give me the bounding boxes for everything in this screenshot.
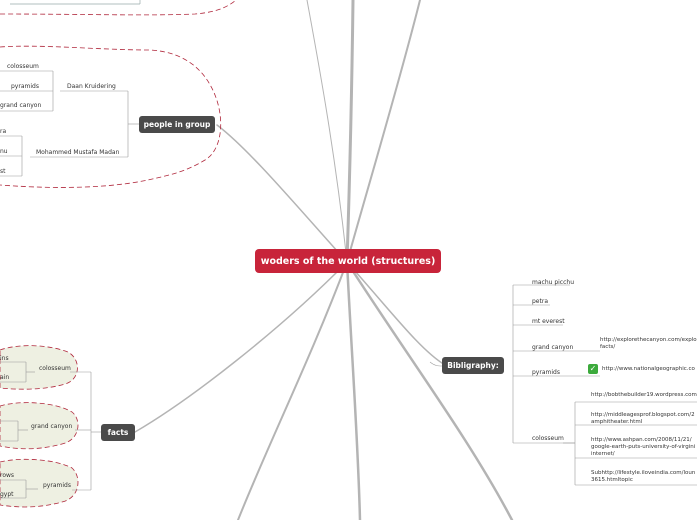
bib-colosseum: colosseum (532, 435, 564, 442)
bib-grand-canyon: grand canyon (532, 344, 574, 351)
daan-item-pyramids: pyramids (11, 83, 39, 90)
checkmark-icon: ✓ (588, 364, 598, 374)
daan-item-grand-canyon: grand canyon (0, 102, 42, 109)
facts-colosseum-item-2: ain (0, 374, 10, 381)
branch-bottom-left (237, 261, 348, 520)
mohammed-item-2: nu (0, 148, 8, 155)
central-topic[interactable]: woders of the world (structures) (255, 249, 441, 273)
branch-top-center (345, 0, 355, 264)
branch-top-right (346, 0, 421, 263)
people-group-boundary (0, 45, 222, 188)
branch-bottom-right (345, 260, 514, 520)
people-in-group-node[interactable]: people in group (139, 116, 215, 133)
member-daan-kruidering: Daan Kruidering (67, 83, 116, 90)
mohammed-item-3: st (0, 168, 6, 175)
bib-pyramids: pyramids (532, 369, 560, 376)
boundary-top (10, 0, 141, 5)
facts-topic-pyramids: pyramids (43, 482, 71, 489)
colosseum-url-1[interactable]: http://bobthebuilder19.wordpress.com (591, 392, 697, 398)
boundary-top-dashed (0, 0, 237, 16)
member-mohammed-mustafa-madan: Mohammed Mustafa Madan (36, 149, 120, 156)
facts-pyramids-item-1: rows (0, 472, 15, 479)
daan-item-colosseum: colosseum (7, 63, 39, 70)
bibliography-node[interactable]: Bibligraphy: (442, 357, 504, 374)
bib-petra: petra (532, 298, 548, 305)
grand-canyon-url[interactable]: http://explorethecanyon.com/explo facts/ (600, 337, 697, 350)
facts-topic-colosseum: colosseum (39, 365, 71, 372)
facts-pyramids-item-2: gypt (0, 491, 14, 498)
branch-facts (134, 261, 348, 433)
branch-top-left (306, 0, 348, 263)
mohammed-item-1: ra (0, 128, 7, 135)
branch-people (216, 124, 348, 263)
facts-node[interactable]: facts (101, 424, 135, 441)
facts-cloud-grand-canyon (0, 402, 79, 450)
bib-machu-picchu: machu picchu (532, 279, 575, 286)
bib-mt-everest: mt everest (532, 318, 565, 325)
colosseum-url-4[interactable]: Subhttp://lifestyle.iloveindia.com/loun … (591, 470, 696, 483)
facts-colosseum-item-1: ins (0, 355, 9, 362)
colosseum-url-2[interactable]: http://middleagesprof.blogspot.com/2 amp… (591, 412, 695, 425)
branch-bottom-center (345, 260, 362, 520)
pyramids-url[interactable]: http://www.nationalgeographic.co (602, 366, 695, 372)
facts-cloud-pyramids (0, 458, 79, 508)
colosseum-url-3[interactable]: http://www.ashpan.com/2008/11/21/ google… (591, 437, 696, 457)
facts-topic-grand-canyon: grand canyon (31, 423, 73, 430)
branch-bibliography (346, 261, 446, 366)
